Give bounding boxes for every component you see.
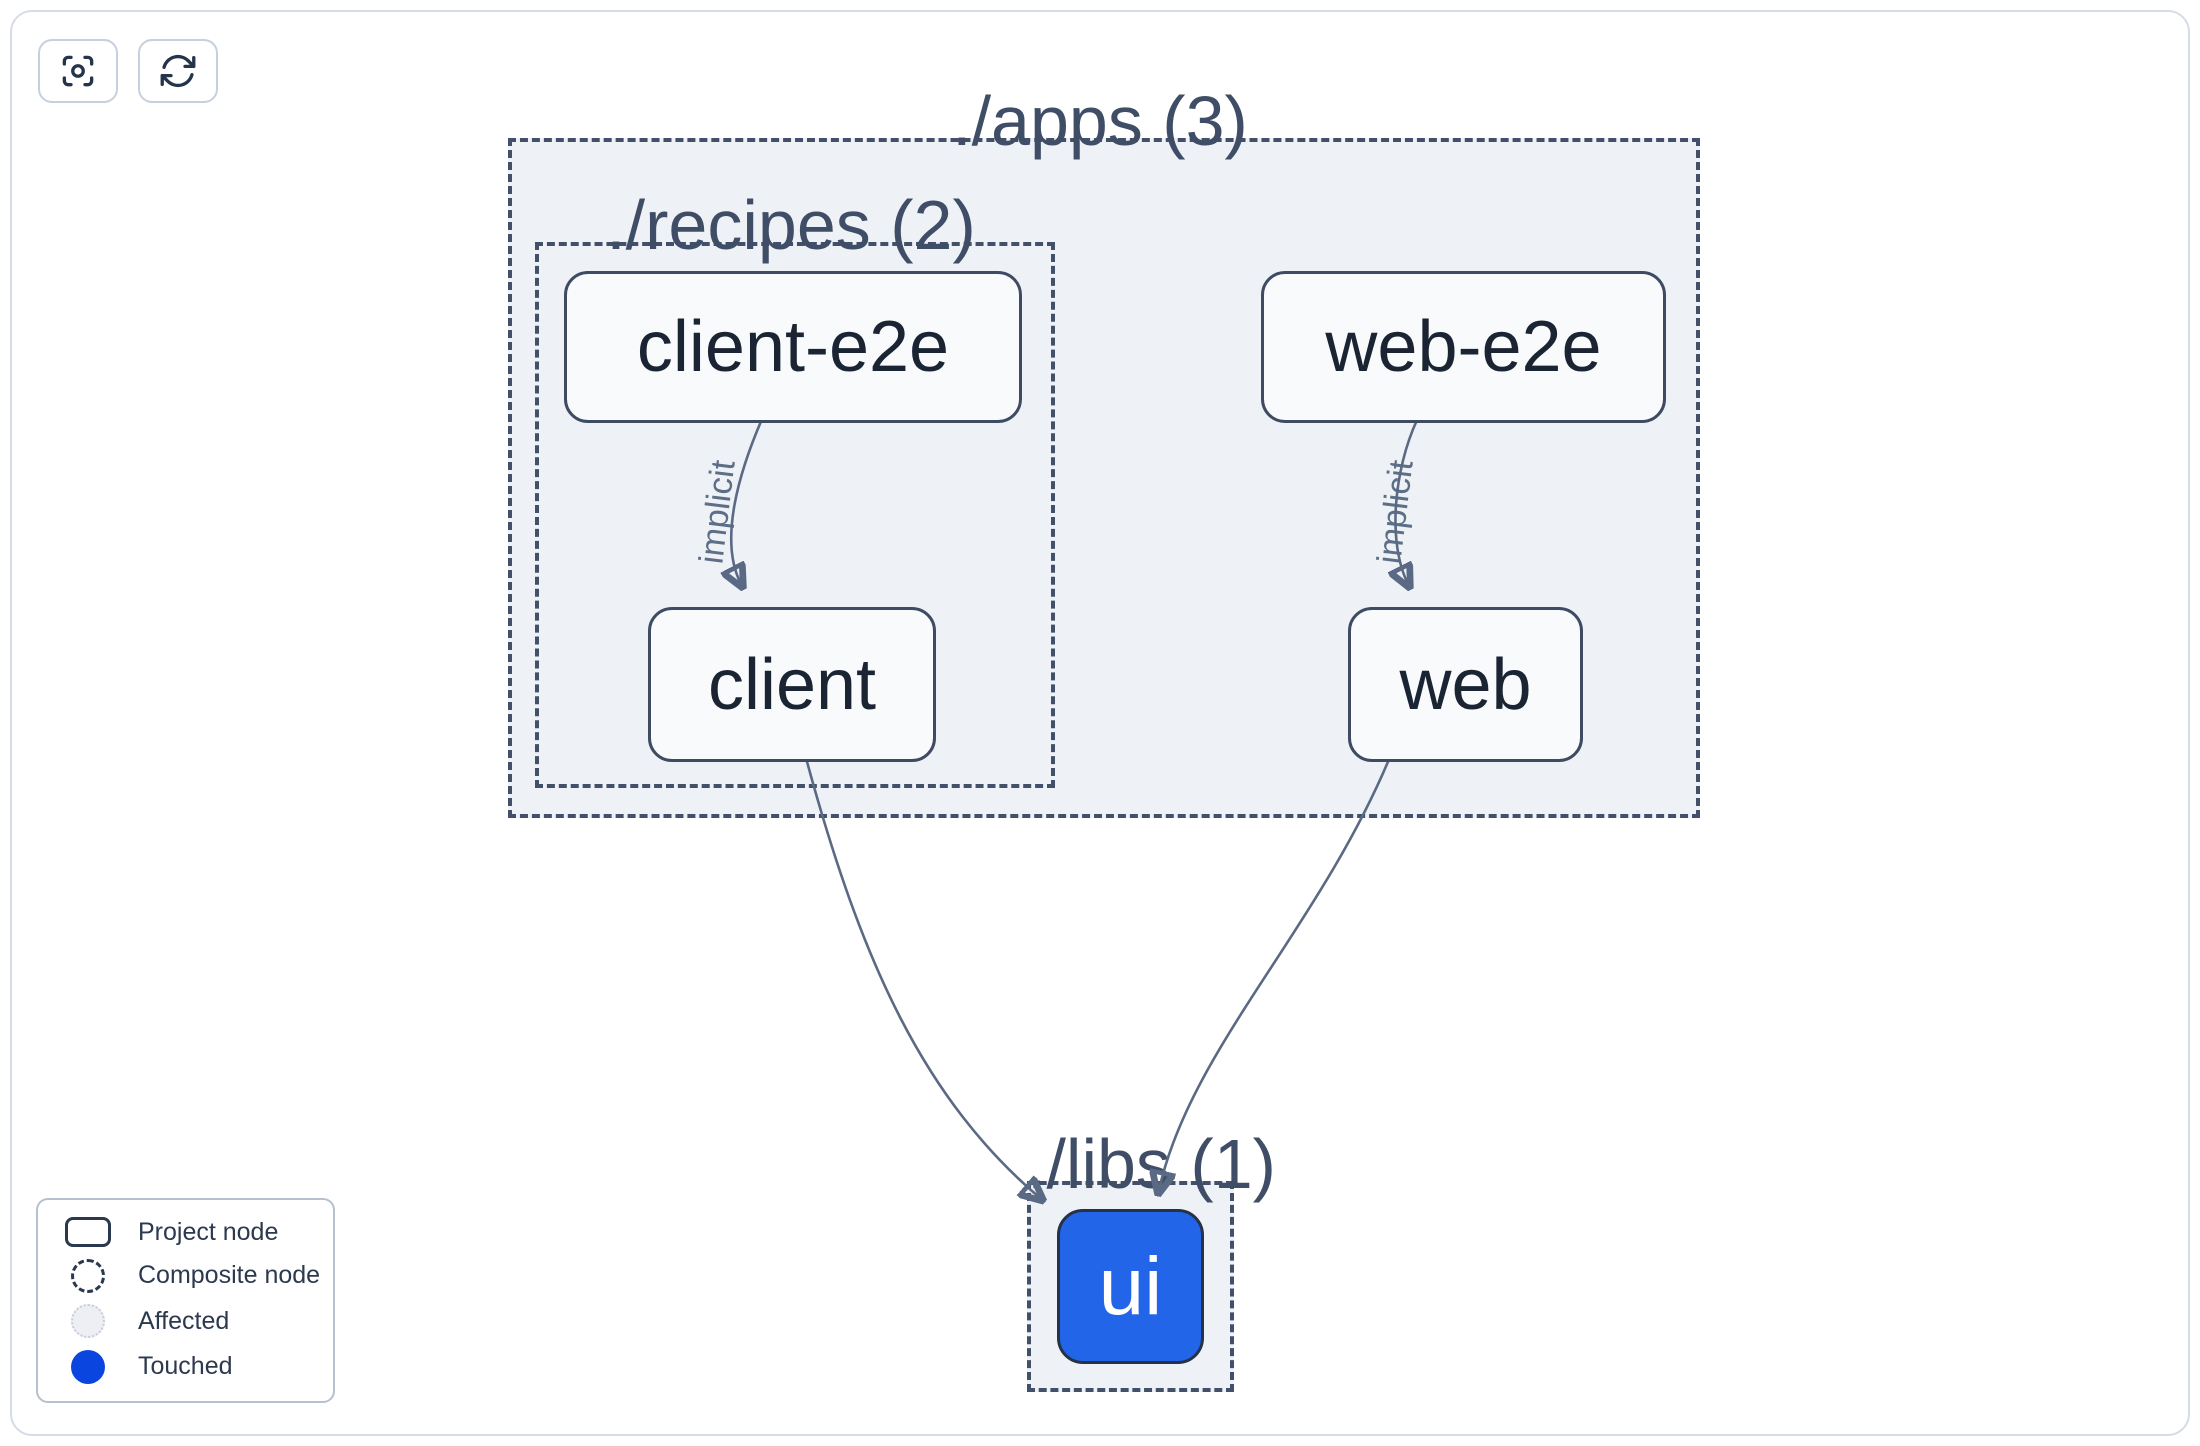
node-web-e2e[interactable]: web-e2e [1261,271,1666,423]
legend-label-affected: Affected [138,1306,230,1335]
node-client-e2e-label: client-e2e [636,307,950,387]
edge-client-to-ui[interactable] [804,757,1040,1198]
cluster-libs-label: ./libs (1) [1027,1125,1276,1203]
toolbar [38,39,218,103]
affected-swatch-icon [71,1304,105,1339]
cluster-recipes-label: ./recipes (2) [606,186,976,264]
legend: Project node Composite node Affected Tou… [36,1198,335,1403]
legend-label-touched: Touched [138,1352,233,1381]
node-web[interactable]: web [1348,607,1583,762]
touched-swatch-icon [71,1349,105,1384]
legend-row-project: Project node [38,1217,333,1248]
node-web-label: web [1399,644,1532,725]
legend-row-composite: Composite node [38,1258,333,1293]
legend-row-touched: Touched [38,1349,333,1384]
legend-row-affected: Affected [38,1304,333,1339]
node-ui[interactable]: ui [1057,1209,1204,1364]
focus-view-button[interactable] [38,39,118,103]
node-ui-label: ui [1098,1240,1163,1332]
cluster-apps-label: ./apps (3) [952,82,1248,160]
node-client-e2e[interactable]: client-e2e [564,271,1022,423]
edge-web-to-ui[interactable] [1159,756,1392,1190]
node-client-label: client [707,644,877,725]
legend-label-project: Project node [138,1217,279,1246]
node-client[interactable]: client [648,607,936,762]
edge-client-e2e-to-client[interactable] [731,418,764,584]
viewfinder-icon [62,55,94,87]
composite-node-swatch-icon [71,1258,105,1293]
legend-label-composite: Composite node [138,1261,321,1290]
edge-web-e2e-to-web[interactable] [1395,419,1419,584]
project-node-swatch-icon [65,1217,111,1248]
node-web-e2e-label: web-e2e [1325,307,1602,387]
refresh-icon [160,54,196,88]
refresh-button[interactable] [138,39,218,103]
